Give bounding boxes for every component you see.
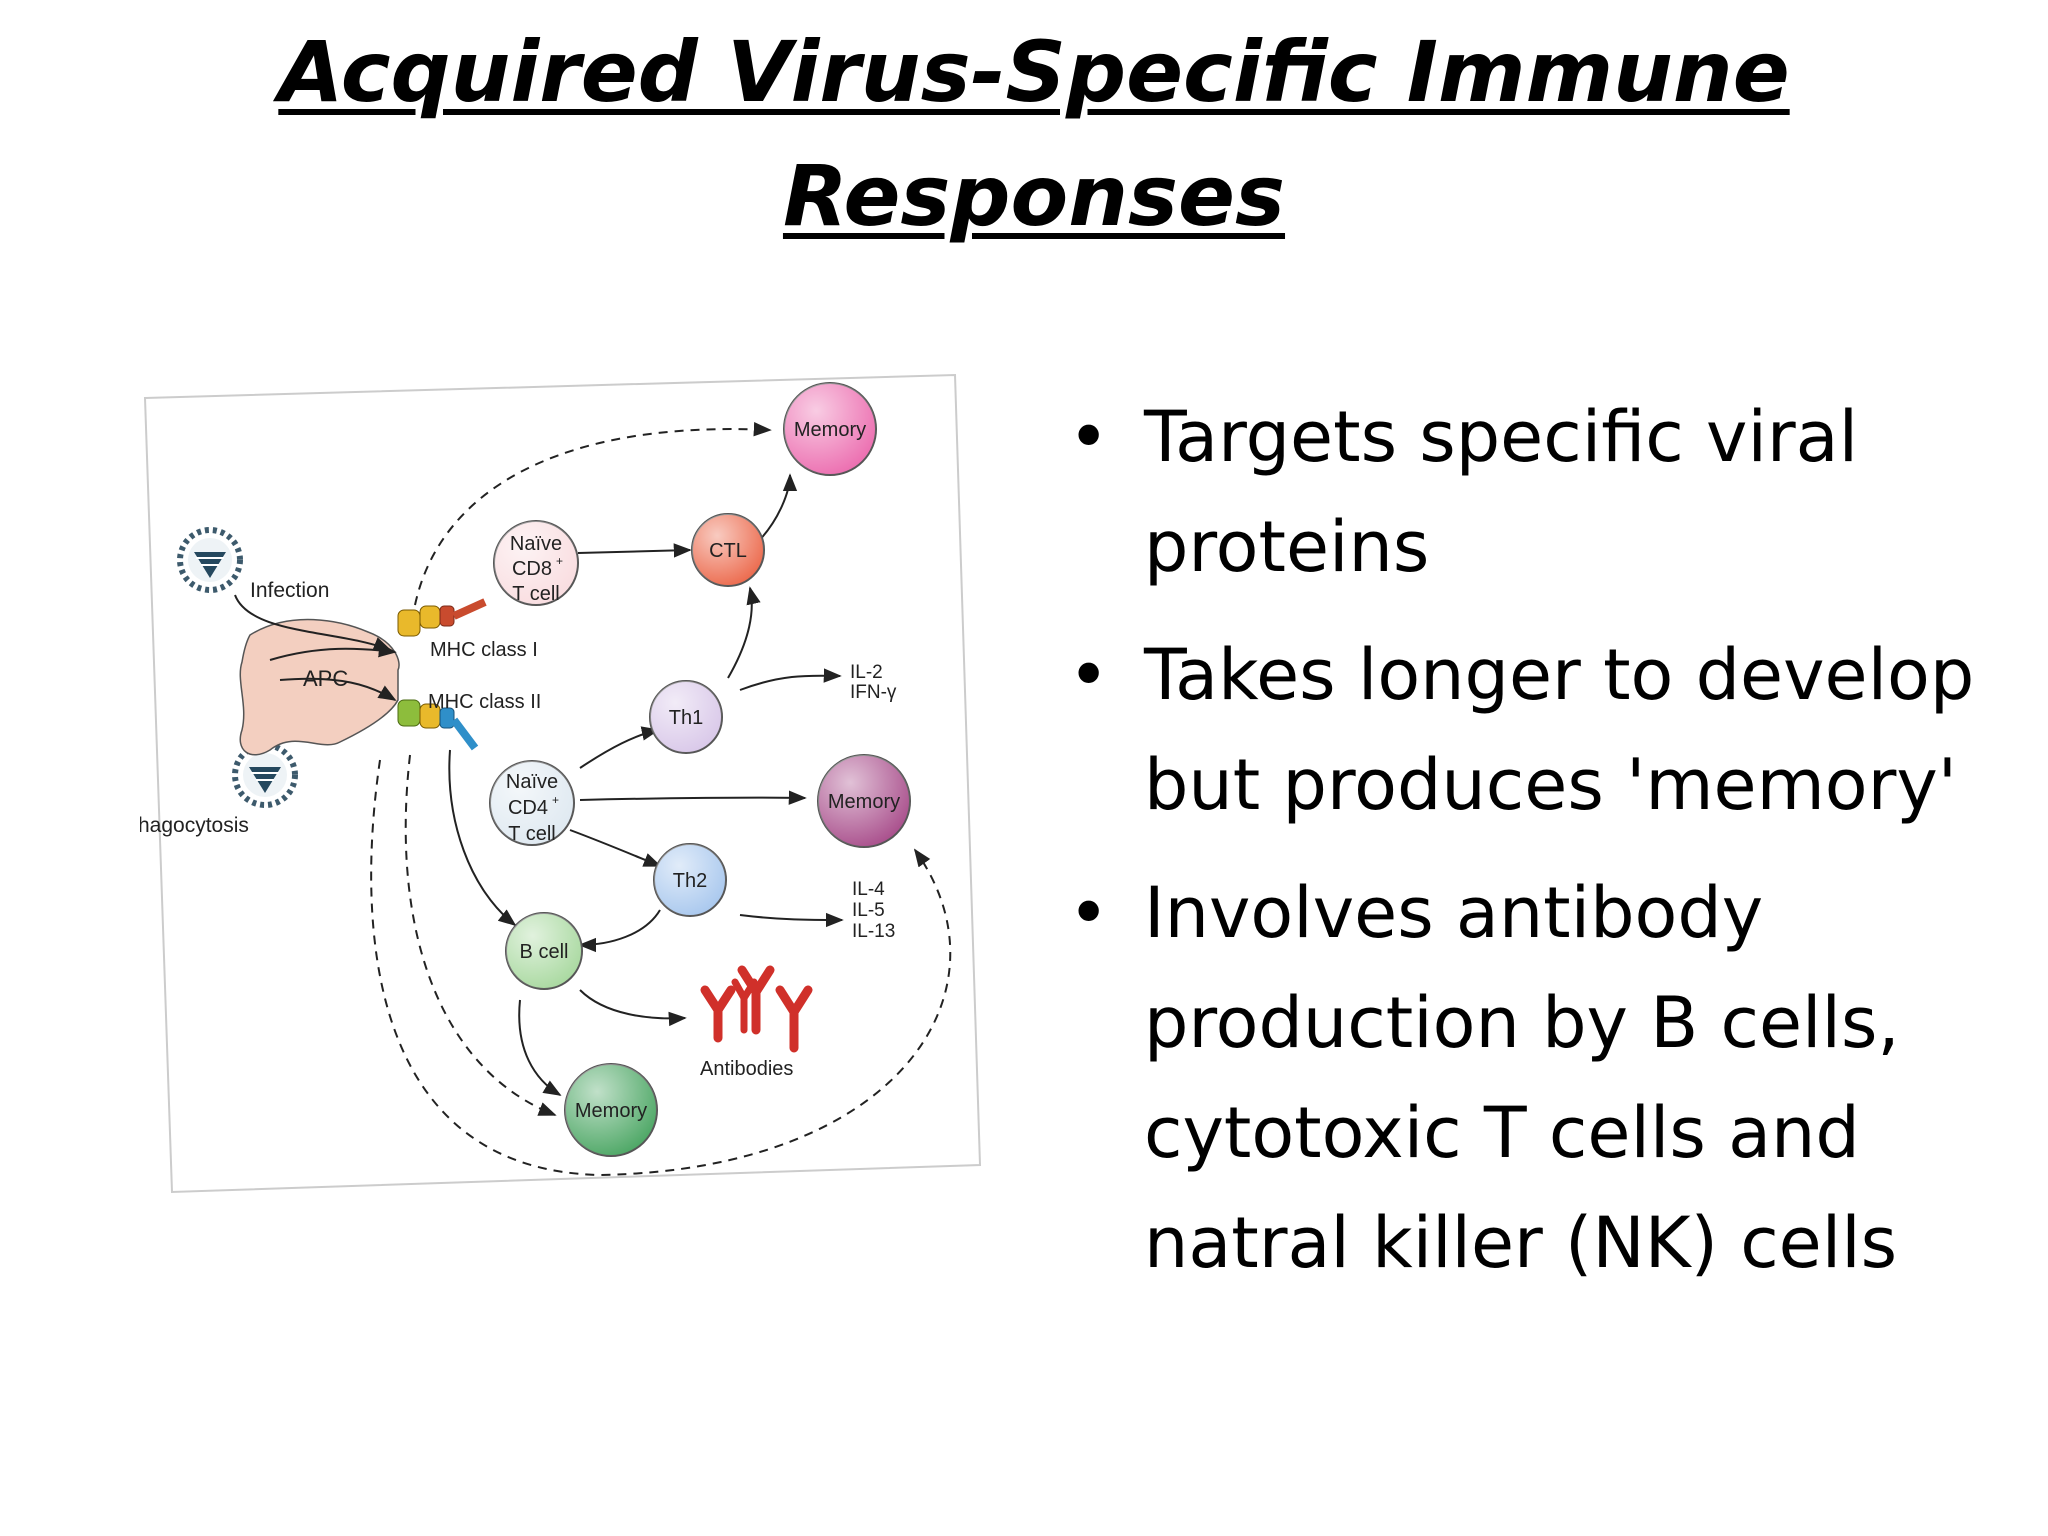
ctl-label: CTL <box>709 540 747 562</box>
apc-cell <box>239 618 400 756</box>
th1-label: Th1 <box>669 707 703 729</box>
arrow-cd4-to-bcell <box>448 749 517 927</box>
mhc-class-1-receptor <box>397 598 487 637</box>
infection-label: Infection <box>250 579 329 602</box>
bullet-dot: • <box>1068 872 1110 954</box>
bullet-item: • Takes longer to develop but produces 'm… <box>1068 620 2028 840</box>
memory-cell-middle: Memory <box>817 754 911 848</box>
bullet-text: Takes longer to develop but produces 'me… <box>1144 634 1975 826</box>
th2-label: Th2 <box>673 870 707 892</box>
cd4-label-line-1: Naïve <box>506 771 558 793</box>
b-cell: B cell <box>505 912 583 990</box>
bullet-list: • Targets specific viral proteins • Takes … <box>1068 382 2028 1316</box>
ifn-label: IFN-γ <box>850 682 897 703</box>
arrow-th2-to-il <box>739 912 844 928</box>
bullet-text: Targets specific viral proteins <box>1144 396 1859 588</box>
dashed-arrow-to-bottom-memory <box>404 754 557 1116</box>
cd4-superscript: + <box>552 793 559 807</box>
arrow-th1-to-ctl <box>727 586 761 679</box>
bcell-label: B cell <box>520 941 569 963</box>
mhc2-label: MHC class II <box>428 691 541 713</box>
diagram-labels: Infection Phagocytosis APC MHC class I M… <box>140 579 897 1080</box>
arrow-mhc1-to-apc <box>269 643 397 661</box>
antibodies-label: Antibodies <box>700 1058 793 1080</box>
arrow-bcell-to-antibodies <box>579 989 687 1027</box>
arrow-cd8-to-ctl <box>577 543 692 558</box>
arrow-cd4-to-th2 <box>569 829 662 867</box>
slide-title: Acquired Virus-Specific Immune Responses <box>0 10 2048 258</box>
virus-icon <box>232 742 298 808</box>
cd8-label-line-3: T cell <box>512 583 559 605</box>
arrow-cd4-to-memory <box>579 790 807 805</box>
dashed-arrow-to-top-memory <box>414 422 772 606</box>
th2-cell: Th2 <box>653 843 727 917</box>
cd8-label-line-1: Naïve <box>510 533 562 555</box>
dashed-arrows <box>370 422 952 1177</box>
th1-cell: Th1 <box>649 680 723 754</box>
arrow-infection-to-apc <box>234 594 392 651</box>
arrow-cd4-to-th1 <box>579 726 660 769</box>
il4-label: IL-4 <box>852 879 885 900</box>
naive-cd8-t-cell: Naïve CD8 + T cell <box>493 520 579 606</box>
bullet-item: • Involves antibody production by B cells… <box>1068 858 2028 1298</box>
memory-cell-top: Memory <box>783 382 877 476</box>
memory-top-label: Memory <box>794 419 866 441</box>
solid-arrows <box>234 473 844 1096</box>
title-line-2: Responses <box>782 147 1286 245</box>
cd8-label-line-2: CD8 <box>512 558 552 580</box>
memory-mid-label: Memory <box>828 791 900 813</box>
mhc1-label: MHC class I <box>430 639 538 661</box>
antibodies-icon <box>700 965 813 1053</box>
arrow-apc-to-mhc2 <box>279 677 397 701</box>
il2-label: IL-2 <box>850 662 883 683</box>
bullet-dot: • <box>1068 396 1110 478</box>
bullet-item: • Targets specific viral proteins <box>1068 382 2028 602</box>
memory-cell-bottom: Memory <box>564 1063 658 1157</box>
phagocytosis-label: Phagocytosis <box>140 814 249 837</box>
memory-bottom-label: Memory <box>575 1100 647 1122</box>
il5-label: IL-5 <box>852 900 885 921</box>
title-line-1: Acquired Virus-Specific Immune <box>278 23 1790 121</box>
naive-cd4-t-cell: Naïve CD4 + T cell <box>489 760 575 846</box>
arrow-th2-to-bcell <box>578 909 661 953</box>
apc-label: APC <box>303 666 348 691</box>
cd8-superscript: + <box>556 554 563 568</box>
arrow-bcell-to-memory <box>518 999 562 1096</box>
il13-label: IL-13 <box>852 921 895 942</box>
bullet-dot: • <box>1068 634 1110 716</box>
bullet-text: Involves antibody production by B cells,… <box>1144 872 1900 1284</box>
ctl-cell: CTL <box>691 513 765 587</box>
cd4-label-line-2: CD4 <box>508 797 548 819</box>
mhc-class-2-receptor <box>397 699 479 751</box>
cd4-label-line-3: T cell <box>508 823 555 845</box>
immune-response-diagram: Naïve CD8 + T cell Naïve CD4 + T cell CT… <box>140 373 982 1194</box>
dashed-arrow-to-mid-memory <box>370 759 952 1177</box>
virus-icon <box>177 527 243 593</box>
arrow-th1-to-il2 <box>739 668 842 691</box>
